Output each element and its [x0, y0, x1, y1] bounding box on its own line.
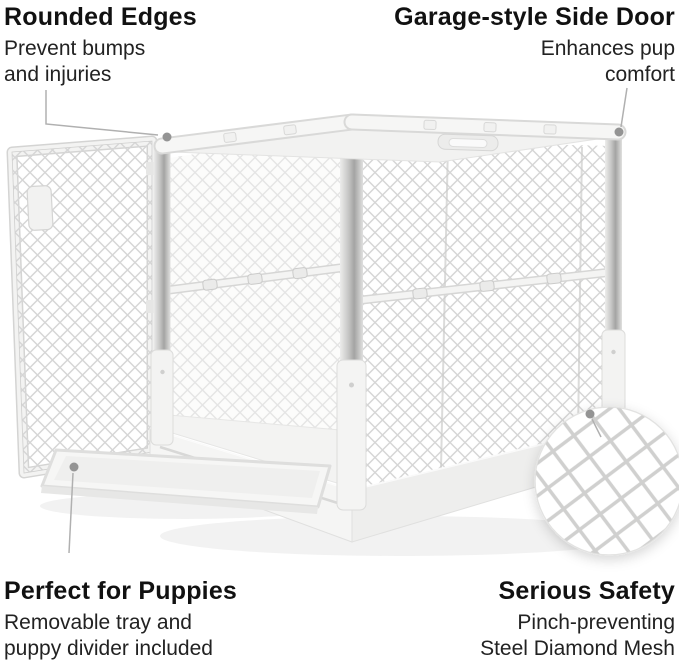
- leader-puppies: [68, 472, 74, 554]
- safety-line-1: Pinch-preventing: [517, 611, 675, 634]
- crate-interior: [164, 132, 345, 485]
- front-left-post: [153, 141, 171, 355]
- puppies-line-1: Removable tray and: [4, 611, 192, 634]
- dot-puppies: [69, 462, 79, 472]
- callout-dots: [69, 127, 624, 472]
- safety-line-2: Steel Diamond Mesh: [480, 636, 675, 660]
- mesh-detail-circle: [534, 406, 679, 556]
- front-right-post: [340, 123, 363, 365]
- callout-puppies: Perfect for Puppies Removable tray and p…: [4, 577, 237, 661]
- dot-rounded-edges: [162, 132, 172, 142]
- side-door-edge-left: [440, 142, 449, 469]
- door-latch: [26, 185, 54, 231]
- dot-garage-door: [614, 127, 624, 137]
- callout-rounded-edges: Rounded Edges Prevent bumps and injuries: [4, 3, 197, 87]
- leader-rounded-edges: [45, 90, 159, 136]
- pull-out-tray: [40, 448, 332, 514]
- side-fold-rail: [357, 267, 617, 305]
- corner-posts: [150, 123, 626, 511]
- safety-title: Serious Safety: [498, 577, 675, 605]
- rounded-edges-line-1: Prevent bumps: [4, 37, 146, 60]
- top-handle: [437, 133, 499, 152]
- callout-garage-door: Garage-style Side Door Enhances pup comf…: [394, 3, 675, 87]
- rounded-edges-line-2: and injuries: [4, 62, 112, 86]
- interior-divider-rail: [164, 263, 345, 295]
- dot-safety: [585, 409, 595, 419]
- leader-safety: [591, 418, 602, 438]
- garage-door-line-1: Enhances pup: [540, 37, 675, 60]
- callout-safety: Serious Safety Pinch-preventing Steel Di…: [480, 577, 675, 661]
- rounded-edges-title: Rounded Edges: [4, 3, 197, 31]
- top-frame: [153, 113, 627, 163]
- garage-door-line-2: comfort: [604, 62, 675, 86]
- callout-leaders: [45, 87, 628, 554]
- open-front-door: [6, 135, 158, 479]
- puppies-line-2: puppy divider included: [4, 636, 213, 660]
- side-door-edge-right: [577, 146, 583, 436]
- puppies-title: Perfect for Puppies: [4, 577, 238, 605]
- back-right-post: [605, 133, 622, 335]
- garage-door-title: Garage-style Side Door: [394, 3, 675, 31]
- leader-garage-door: [620, 87, 628, 128]
- side-mesh-panel: [357, 140, 617, 492]
